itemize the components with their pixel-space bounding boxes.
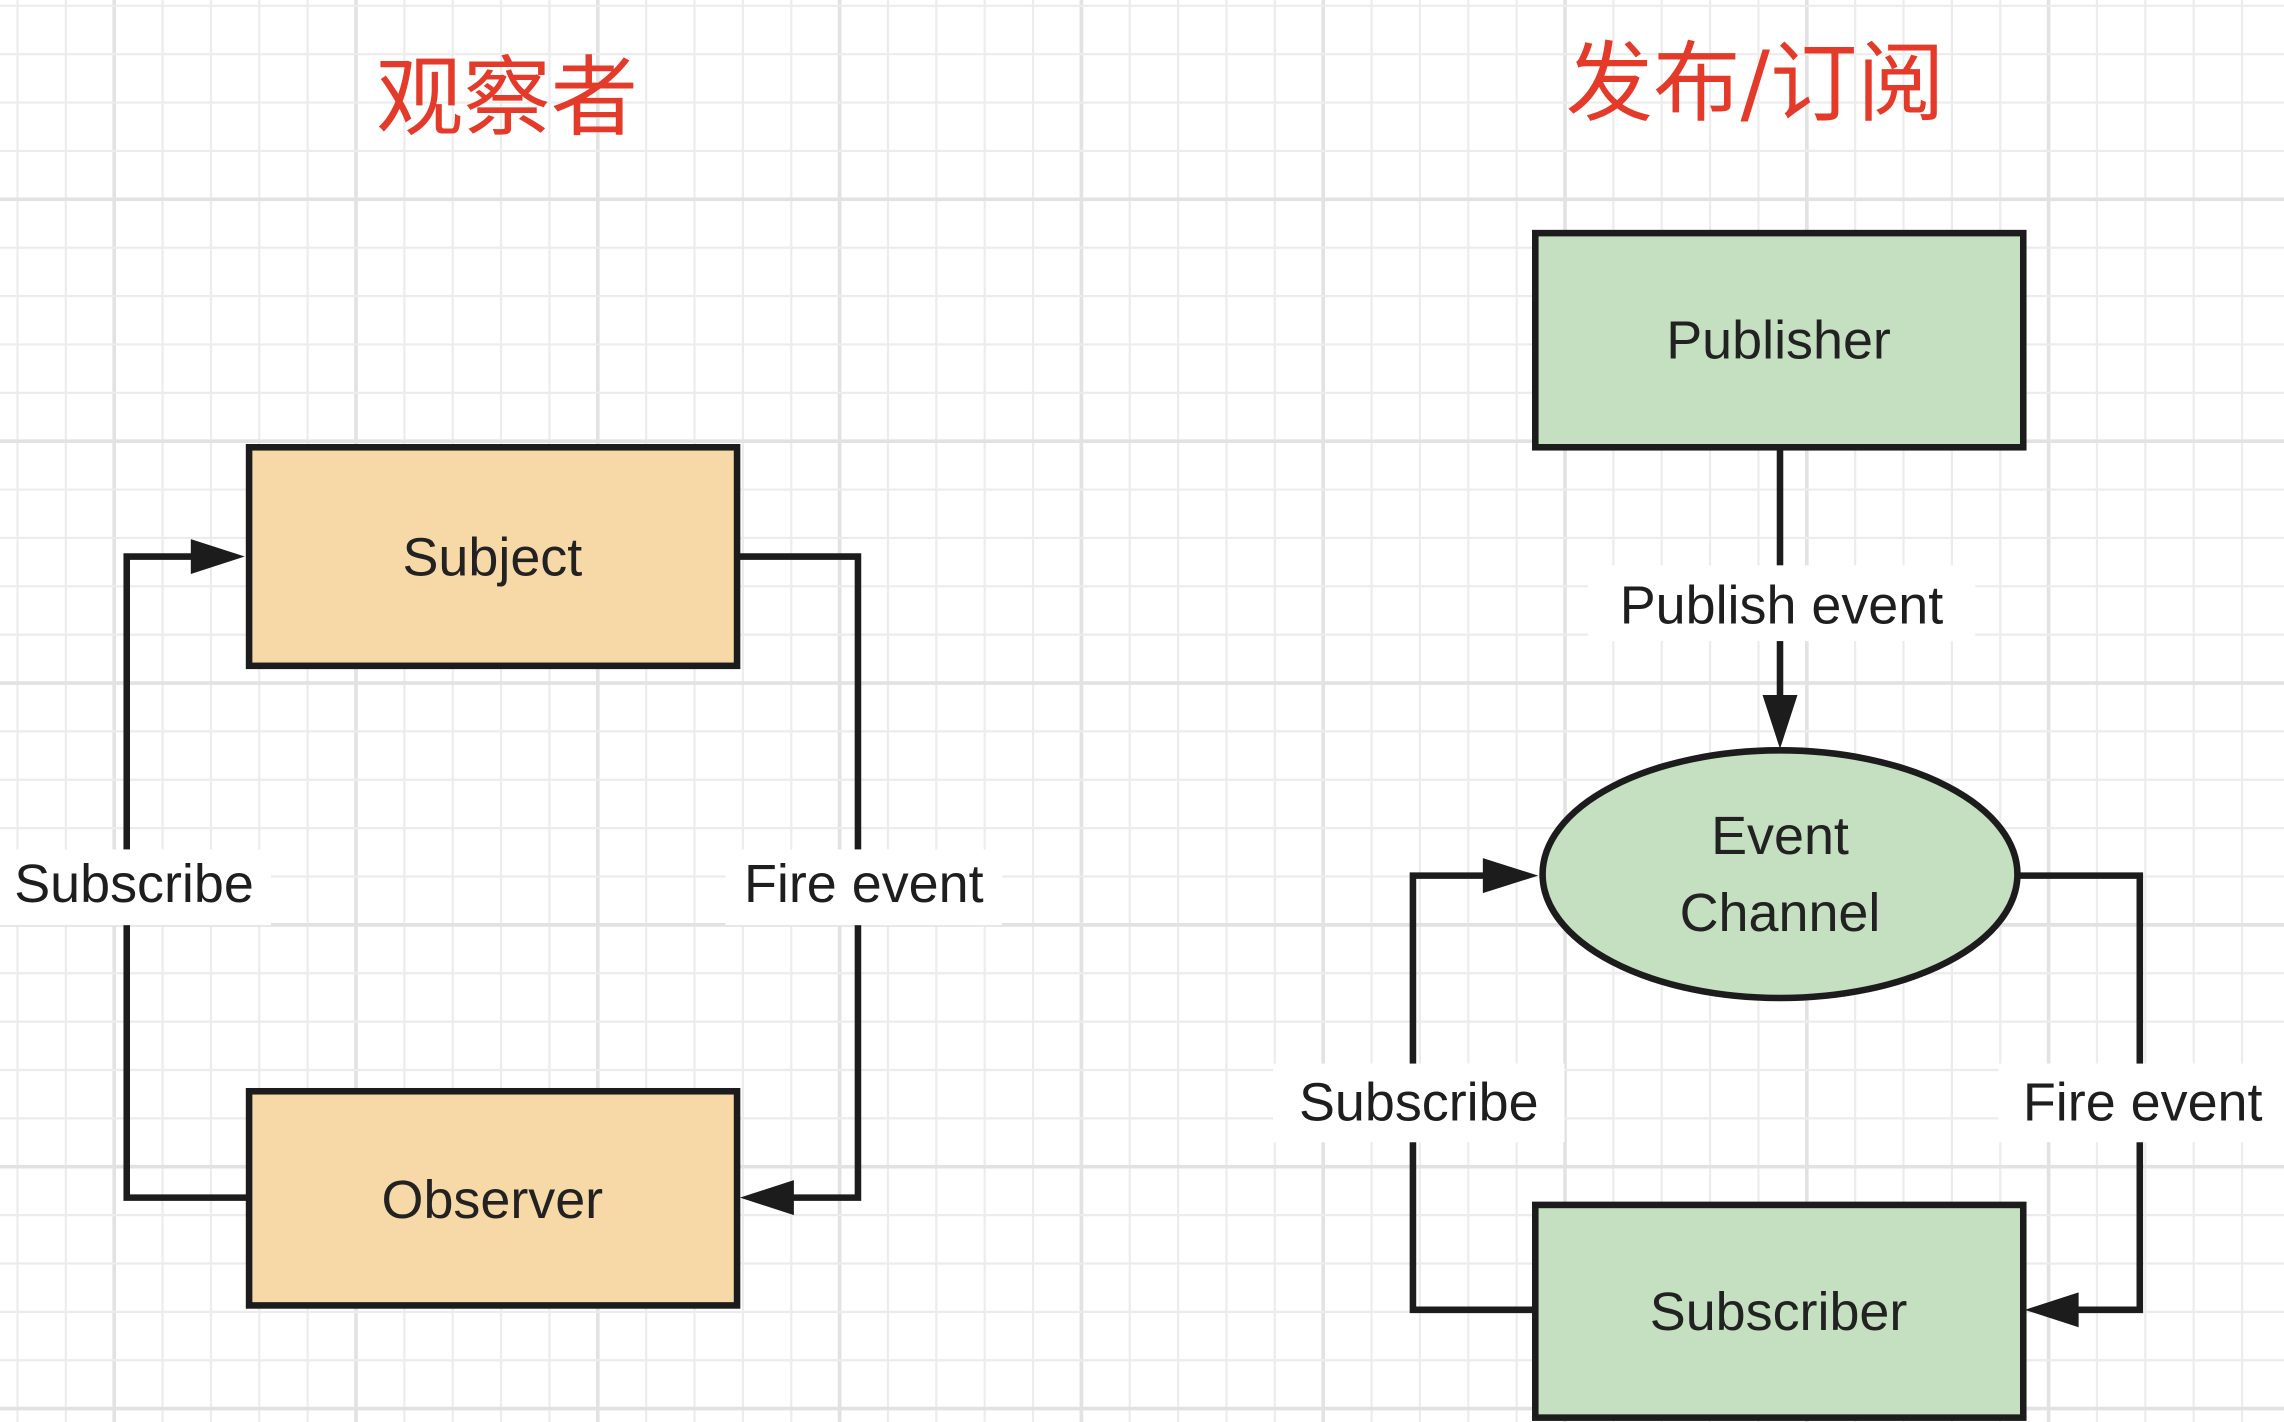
label-background bbox=[725, 849, 1003, 926]
publisher-box[interactable] bbox=[1532, 229, 2027, 451]
observer-diagram: 观察者 Subscribe Fire event Subject Observe… bbox=[0, 47, 1003, 1309]
label-background bbox=[1587, 565, 1976, 642]
label-background bbox=[1998, 1063, 2284, 1143]
event-channel-node[interactable]: Event Channel bbox=[1539, 747, 2021, 1002]
label-background bbox=[0, 849, 271, 926]
label-background bbox=[1273, 1063, 1565, 1143]
subscriber-box[interactable] bbox=[1532, 1201, 2027, 1421]
publisher-node[interactable]: Publisher bbox=[1532, 229, 2027, 451]
subject-label: Subject bbox=[402, 527, 582, 587]
publisher-label: Publisher bbox=[1666, 310, 1891, 370]
fire-event-label: Fire event bbox=[744, 854, 984, 914]
event-channel-ellipse[interactable] bbox=[1539, 747, 2021, 1002]
observer-label: Observer bbox=[382, 1170, 604, 1230]
subscriber-label: Subscriber bbox=[1650, 1282, 1908, 1342]
fire-event-label: Fire event bbox=[2023, 1072, 2263, 1132]
arrowhead-icon bbox=[739, 1180, 794, 1216]
arrowhead-icon bbox=[2024, 1292, 2079, 1328]
subscriber-node[interactable]: Subscriber bbox=[1532, 1201, 2027, 1421]
arrowhead-icon bbox=[190, 539, 245, 575]
pubsub-diagram: 发布/订阅 Publish event Subscribe Fire event… bbox=[1273, 33, 2284, 1421]
pubsub-title: 发布/订阅 bbox=[1566, 33, 1945, 135]
subscribe-label: Subscribe bbox=[1299, 1072, 1539, 1132]
subscribe-label: Subscribe bbox=[14, 854, 254, 914]
publish-event-label: Publish event bbox=[1620, 576, 1944, 636]
arrowhead-icon bbox=[1482, 858, 1539, 894]
arrowhead-icon bbox=[1762, 694, 1798, 749]
observer-box[interactable] bbox=[245, 1087, 741, 1309]
event-channel-label-line1: Event bbox=[1711, 806, 1849, 866]
subject-node[interactable]: Subject bbox=[245, 444, 741, 670]
subject-box[interactable] bbox=[245, 444, 741, 670]
observer-title: 观察者 bbox=[376, 47, 638, 149]
observer-node[interactable]: Observer bbox=[245, 1087, 741, 1309]
event-channel-label-line2: Channel bbox=[1680, 883, 1881, 943]
